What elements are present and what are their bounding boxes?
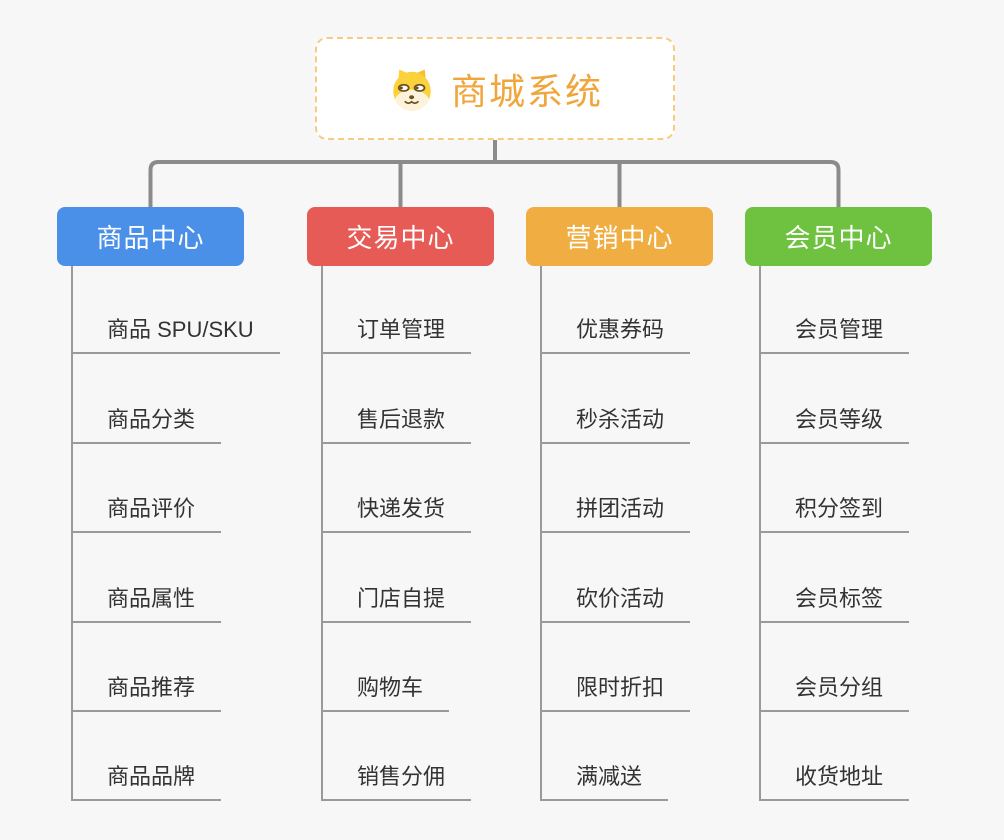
branch-trade-center: 交易中心 订单管理 售后退款 快递发货 门店自提 购物车 销售分佣 [307,207,494,801]
branch-label: 会员中心 [784,223,893,253]
leaf-node[interactable]: 快递发货 [321,495,472,533]
leaf-node[interactable]: 会员等级 [759,406,910,444]
leaf-node[interactable]: 收货地址 [759,763,910,801]
branch-marketing-center: 营销中心 优惠券码 秒杀活动 拼团活动 砍价活动 限时折扣 满减送 [526,207,713,801]
leaf-node[interactable]: 满减送 [540,763,669,801]
leaf-node[interactable]: 门店自提 [321,585,472,623]
leaf-node[interactable]: 商品品牌 [71,763,222,801]
branch-column-product: 商品 SPU/SKU 商品分类 商品评价 商品属性 商品推荐 商品品牌 [71,266,280,801]
root-title: 商城系统 [450,70,603,112]
branch-node-marketing-center[interactable]: 营销中心 [526,207,713,266]
branch-label: 交易中心 [346,223,455,253]
leaf-node[interactable]: 商品评价 [71,495,222,533]
doge-icon [393,69,431,111]
branch-node-trade-center[interactable]: 交易中心 [307,207,494,266]
leaf-node[interactable]: 商品分类 [71,406,222,444]
leaf-node[interactable]: 购物车 [321,674,450,712]
leaf-node[interactable]: 优惠券码 [540,316,691,354]
leaf-node[interactable]: 限时折扣 [540,674,691,712]
leaf-node[interactable]: 商品属性 [71,585,222,623]
leaf-node[interactable]: 销售分佣 [321,763,472,801]
branch-column-trade: 订单管理 售后退款 快递发货 门店自提 购物车 销售分佣 [321,266,472,801]
branch-node-product-center[interactable]: 商品中心 [57,207,244,266]
leaf-node[interactable]: 会员管理 [759,316,910,354]
branch-node-member-center[interactable]: 会员中心 [745,207,932,266]
leaf-node[interactable]: 会员标签 [759,585,910,623]
bus-line [148,160,841,207]
leaf-node[interactable]: 商品推荐 [71,674,222,712]
leaf-node[interactable]: 拼团活动 [540,495,691,533]
leaf-node[interactable]: 售后退款 [321,406,472,444]
branch-column-marketing: 优惠券码 秒杀活动 拼团活动 砍价活动 限时折扣 满减送 [540,266,691,801]
branch-member-center: 会员中心 会员管理 会员等级 积分签到 会员标签 会员分组 收货地址 [745,207,932,801]
leaf-node[interactable]: 商品 SPU/SKU [71,316,280,354]
leaf-node[interactable]: 会员分组 [759,674,910,712]
branch-label: 营销中心 [565,223,674,253]
leaf-node[interactable]: 订单管理 [321,316,472,354]
branch-column-member: 会员管理 会员等级 积分签到 会员标签 会员分组 收货地址 [759,266,910,801]
root-node[interactable]: 商城系统 [315,37,675,140]
leaf-node[interactable]: 砍价活动 [540,585,691,623]
branch-product-center: 商品中心 商品 SPU/SKU 商品分类 商品评价 商品属性 商品推荐 商品品牌 [57,207,280,801]
branch-label: 商品中心 [96,223,205,253]
leaf-node[interactable]: 积分签到 [759,495,910,533]
leaf-node[interactable]: 秒杀活动 [540,406,691,444]
